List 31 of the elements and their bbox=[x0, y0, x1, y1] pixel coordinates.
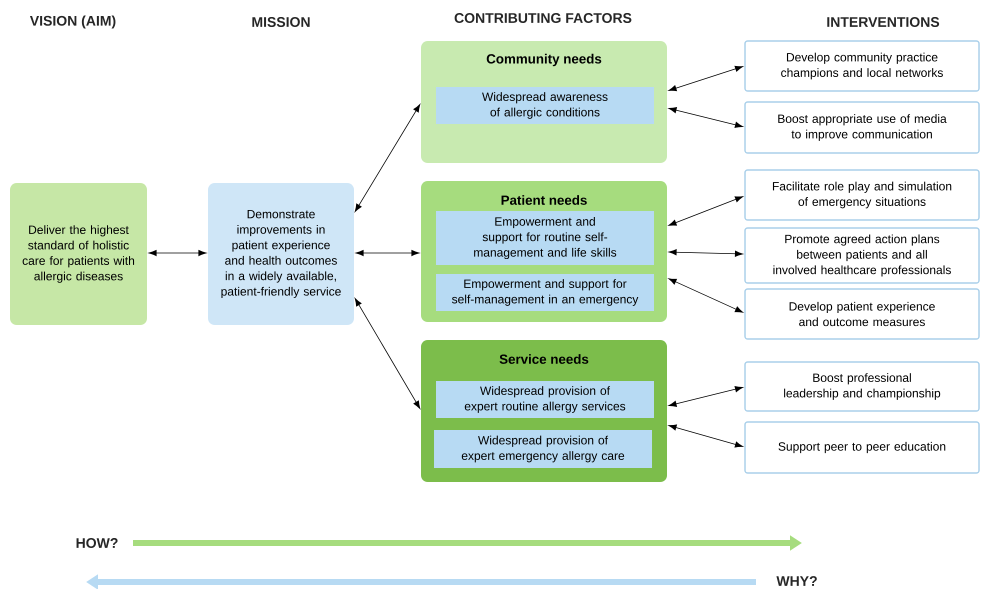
column-header: VISION (AIM) bbox=[30, 15, 116, 29]
intervention-box: Facilitate role play and simulation of emergency situations bbox=[744, 169, 980, 221]
direction-label: HOW? bbox=[76, 538, 118, 548]
factor-box: Widespread awareness of allergic conditions bbox=[436, 87, 654, 124]
statement-box: Deliver the highest standard of holistic care for patients with allergic diseases bbox=[10, 183, 147, 325]
arrow bbox=[356, 250, 420, 256]
arrow bbox=[668, 66, 744, 92]
column-header: MISSION bbox=[252, 17, 310, 27]
factor-box: Widespread provision of expert emergency allergy care bbox=[434, 430, 652, 468]
intervention-box: Promote agreed action plans between patients and all involved healthcare professionals bbox=[744, 227, 980, 284]
intervention-box: Boost professional leadership and championship bbox=[744, 361, 980, 412]
column-header: CONTRIBUTING FACTORS bbox=[454, 13, 632, 23]
arrow bbox=[148, 250, 206, 256]
arrow bbox=[668, 386, 743, 407]
statement-box: Demonstrate improvements in patient experience and health outcomes in a widely available, patient-friendly service bbox=[208, 183, 354, 325]
arrow bbox=[354, 104, 420, 212]
arrow bbox=[354, 298, 420, 409]
direction-label: WHY? bbox=[776, 576, 817, 586]
factor-box: Empowerment and support for routine self-management and life skills bbox=[436, 211, 654, 265]
column-header: INTERVENTIONS bbox=[827, 17, 940, 27]
arrow bbox=[668, 107, 743, 128]
arrow bbox=[668, 249, 743, 257]
intervention-box: Support peer to peer education bbox=[744, 421, 980, 474]
factor-box: Empowerment and support for self-management in an emergency bbox=[436, 274, 654, 311]
intervention-box: Develop community practice champions and local networks bbox=[744, 40, 980, 92]
arrow bbox=[668, 424, 744, 448]
factor-box: Widespread provision of expert routine allergy services bbox=[436, 381, 654, 418]
arrow bbox=[668, 278, 744, 313]
intervention-box: Boost appropriate use of media to improve communication bbox=[744, 101, 980, 154]
intervention-box: Develop patient experience and outcome measures bbox=[744, 288, 980, 340]
arrow bbox=[668, 196, 744, 226]
